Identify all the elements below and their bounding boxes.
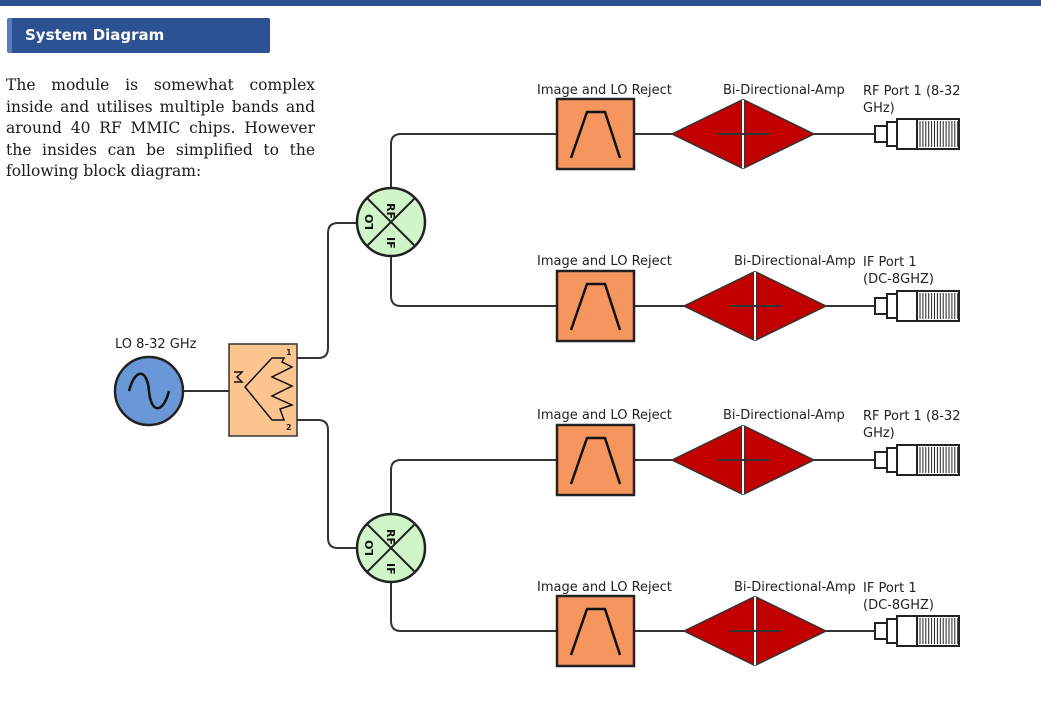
amp-label: Bi-Directional-Amp — [723, 83, 845, 98]
amp-label: Bi-Directional-Amp — [734, 580, 856, 595]
mixer1-if-label: IF — [384, 237, 397, 249]
sine-icon — [127, 372, 171, 410]
amp-label: Bi-Directional-Amp — [734, 254, 856, 269]
image-lo-reject-filter — [555, 269, 636, 343]
filter-label: Image and LO Reject — [537, 408, 672, 423]
filter-label: Image and LO Reject — [537, 580, 672, 595]
bandpass-icon — [569, 110, 622, 159]
bi-directional-amp — [682, 270, 828, 342]
bi-directional-amp — [670, 98, 816, 170]
splitter-port1-label: 1 — [286, 348, 292, 357]
intro-paragraph: The module is somewhat complex inside an… — [6, 76, 315, 180]
filter-label: Image and LO Reject — [537, 254, 672, 269]
signal-chain-3: Image and LO Reject Bi-Directional-Amp RF … — [537, 408, 961, 497]
signal-chain-4: Image and LO Reject Bi-Directional-Amp IF … — [537, 580, 960, 668]
port-label-line2: GHz) — [863, 101, 895, 116]
image-lo-reject-filter — [555, 97, 636, 171]
rf-connector-icon — [874, 290, 960, 322]
amp-label: Bi-Directional-Amp — [723, 408, 845, 423]
wire-mixer2-rf — [390, 459, 557, 514]
port-label-line1: RF Port 1 (8-32 — [863, 84, 961, 99]
rf-connector-icon — [874, 118, 960, 150]
port-label-line2: (DC-8GHZ) — [863, 598, 934, 613]
top-rule — [0, 0, 1041, 6]
port-label-line1: RF Port 1 (8-32 — [863, 409, 961, 424]
section-header: System Diagram — [7, 18, 270, 53]
mixer-1: RF LO IF — [355, 186, 427, 258]
bandpass-icon — [569, 282, 622, 331]
signal-chain-1: Image and LO Reject Bi-Directional-Amp RF … — [537, 83, 961, 171]
mixer2-lo-label: LO — [363, 540, 376, 556]
mixer1-lo-label: LO — [363, 214, 376, 230]
wire-splitter-to-mixer1 — [297, 222, 357, 359]
wires — [183, 133, 557, 632]
mixer2-if-label: IF — [384, 563, 397, 575]
wire-mixer2-if — [390, 582, 557, 632]
mixer-2: RF LO IF — [355, 512, 427, 584]
splitter-port2-label: 2 — [286, 423, 292, 432]
bi-directional-amp — [682, 595, 828, 667]
mixer2-rf-label: RF — [384, 529, 397, 545]
mixer1-rf-label: RF — [384, 203, 397, 219]
port-label-line1: IF Port 1 — [863, 255, 917, 270]
port-label-line1: IF Port 1 — [863, 581, 917, 596]
power-splitter: 1 2 — [228, 343, 298, 437]
bandpass-icon — [569, 607, 622, 656]
port-label-line2: GHz) — [863, 426, 895, 441]
lo-source-label: LO 8-32 GHz — [115, 337, 197, 352]
bi-directional-amp — [670, 424, 816, 496]
wire-mixer1-if — [390, 256, 557, 307]
image-lo-reject-filter — [555, 423, 636, 497]
signal-chain-2: Image and LO Reject Bi-Directional-Amp IF … — [537, 254, 960, 343]
lo-source: LO 8-32 GHz — [113, 337, 197, 427]
rf-connector-icon — [874, 444, 960, 476]
bandpass-icon — [569, 436, 622, 485]
port-label-line2: (DC-8GHZ) — [863, 272, 934, 287]
image-lo-reject-filter — [555, 594, 636, 668]
filter-label: Image and LO Reject — [537, 83, 672, 98]
rf-connector-icon — [874, 615, 960, 647]
wire-splitter-to-mixer2 — [297, 419, 357, 549]
wire-mixer1-rf — [390, 133, 557, 188]
sigma-icon — [234, 371, 244, 383]
